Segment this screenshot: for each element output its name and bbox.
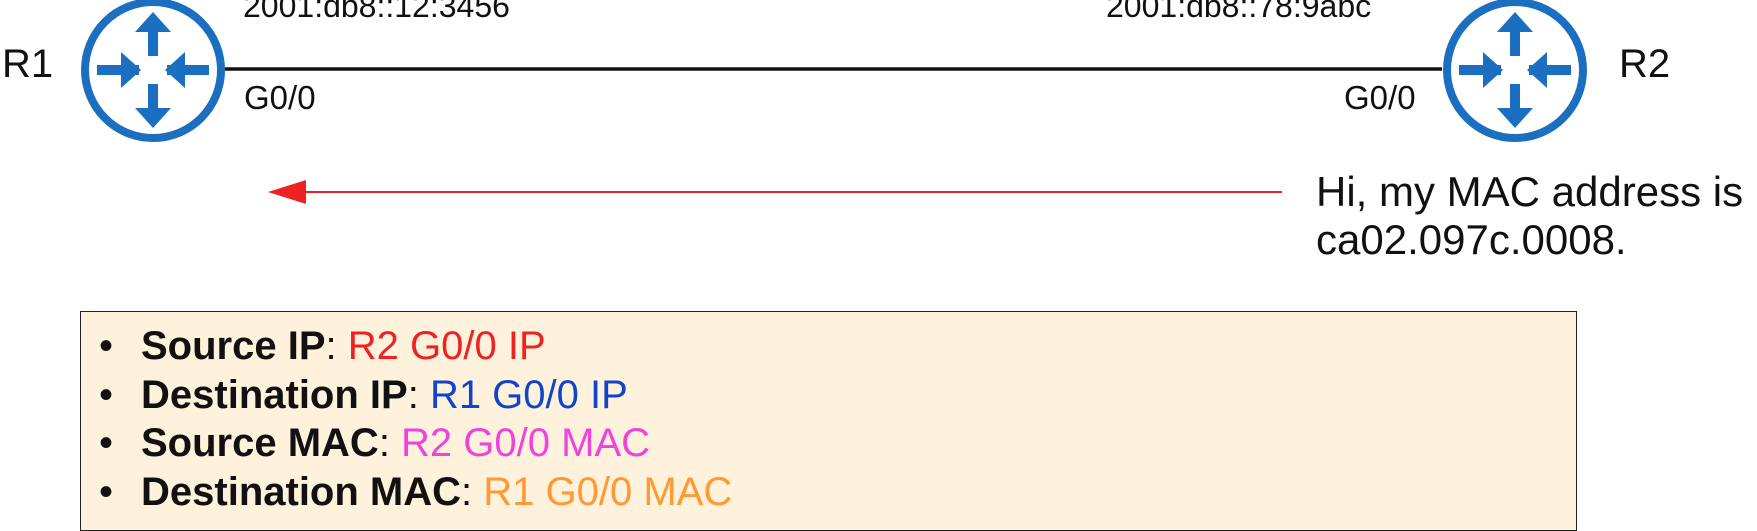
r2-interface-label: G0/0	[1344, 79, 1416, 116]
info-value: R1 G0/0 IP	[429, 372, 628, 417]
arp-message-line1: Hi, my MAC address is	[1316, 168, 1744, 215]
arp-message: Hi, my MAC address is ca02.097c.0008.	[1316, 168, 1743, 264]
arp-message-mac: ca02.097c.0008.	[1316, 216, 1627, 263]
info-key: Destination MAC	[141, 469, 461, 514]
info-value: R2 G0/0 MAC	[401, 421, 651, 465]
info-key: Destination IP	[141, 372, 408, 417]
info-value: R1 G0/0 MAC	[483, 469, 733, 514]
info-separator: :	[407, 372, 430, 417]
bullet: •	[99, 469, 114, 514]
r2-label: R2	[1619, 42, 1671, 86]
packet-info-box: • Source IP: R2 G0/0 IP • Destination IP: …	[80, 311, 1577, 531]
arp-reply-arrow	[268, 180, 1282, 204]
info-item-destination-ip: • Destination IP: R1 G0/0 IP	[99, 371, 732, 420]
packet-info-list: • Source IP: R2 G0/0 IP • Destination IP: …	[99, 322, 732, 516]
info-separator: :	[325, 324, 348, 368]
r2-router-icon[interactable]	[1447, 2, 1583, 138]
info-item-source-ip: • Source IP: R2 G0/0 IP	[99, 322, 732, 371]
r1-label: R1	[2, 42, 54, 86]
r1-router-icon[interactable]	[85, 2, 221, 138]
bullet: •	[99, 421, 114, 465]
info-value: R2 G0/0 IP	[347, 324, 546, 368]
info-separator: :	[378, 421, 402, 465]
info-item-destination-mac: • Destination MAC: R1 G0/0 MAC	[99, 468, 732, 517]
r1-interface-label: G0/0	[244, 79, 316, 116]
info-key: Source IP	[141, 324, 326, 368]
info-key: Source MAC	[141, 421, 379, 465]
info-separator: :	[461, 469, 484, 514]
info-item-source-mac: • Source MAC: R2 G0/0 MAC	[99, 419, 732, 468]
r1-ip-address: 2001:db8::12:3456	[243, 0, 510, 24]
bullet: •	[99, 324, 114, 368]
r2-ip-address: 2001:db8::78:9abc	[1106, 0, 1372, 24]
bullet: •	[99, 372, 114, 417]
